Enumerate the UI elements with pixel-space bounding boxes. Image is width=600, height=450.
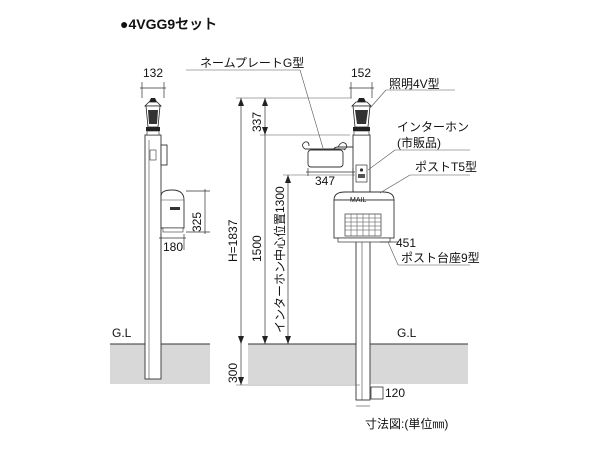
dim-total-height: H=1837 — [226, 219, 240, 262]
front-view: MAIL 152 347 451 — [302, 66, 416, 407]
set-title: ●4VGG9セット — [120, 16, 217, 32]
side-pole — [144, 134, 162, 380]
label-interphone-1: インターホン — [397, 120, 469, 134]
side-view: 132 325 180 — [140, 66, 210, 380]
dim-post-height: 325 — [190, 212, 204, 232]
side-lamp — [144, 98, 162, 136]
gl-label-left: G.L — [112, 326, 132, 340]
gl-label-right: G.L — [397, 326, 417, 340]
dim-post-depth: 180 — [163, 240, 183, 254]
front-lamp — [351, 98, 372, 136]
side-mailbox — [160, 189, 185, 233]
mailbox-front: MAIL — [333, 191, 395, 243]
intercom-center-height: インターホン中心位置1300 — [272, 186, 287, 333]
interphone-unit — [355, 164, 368, 183]
unit-note: 寸法図:(単位㎜) — [365, 416, 448, 431]
label-interphone-2: (市販品) — [397, 135, 441, 150]
dim-nameplate: 347 — [315, 174, 335, 188]
dim-top-offset: 337 — [250, 112, 264, 132]
nameplate — [302, 141, 353, 168]
dim-post-base: 451 — [396, 236, 416, 250]
dim-footprint: 120 — [385, 386, 405, 400]
label-light: 照明4V型 — [389, 77, 440, 91]
vertical-dimensions — [236, 97, 360, 386]
label-nameplate: ネームプレートG型 — [200, 56, 304, 70]
label-post: ポストT5型 — [415, 160, 477, 174]
dim-height-1500: 1500 — [250, 235, 264, 262]
side-interphone — [160, 144, 168, 166]
footprint-square — [370, 386, 384, 400]
front-pole-lower — [355, 239, 371, 401]
label-post-base: ポスト台座9型 — [401, 250, 480, 265]
dim-embed-depth: 300 — [226, 363, 240, 383]
mail-label: MAIL — [350, 197, 366, 204]
dim-pole-side: 132 — [143, 66, 163, 80]
dim-pole-front: 152 — [351, 66, 371, 80]
